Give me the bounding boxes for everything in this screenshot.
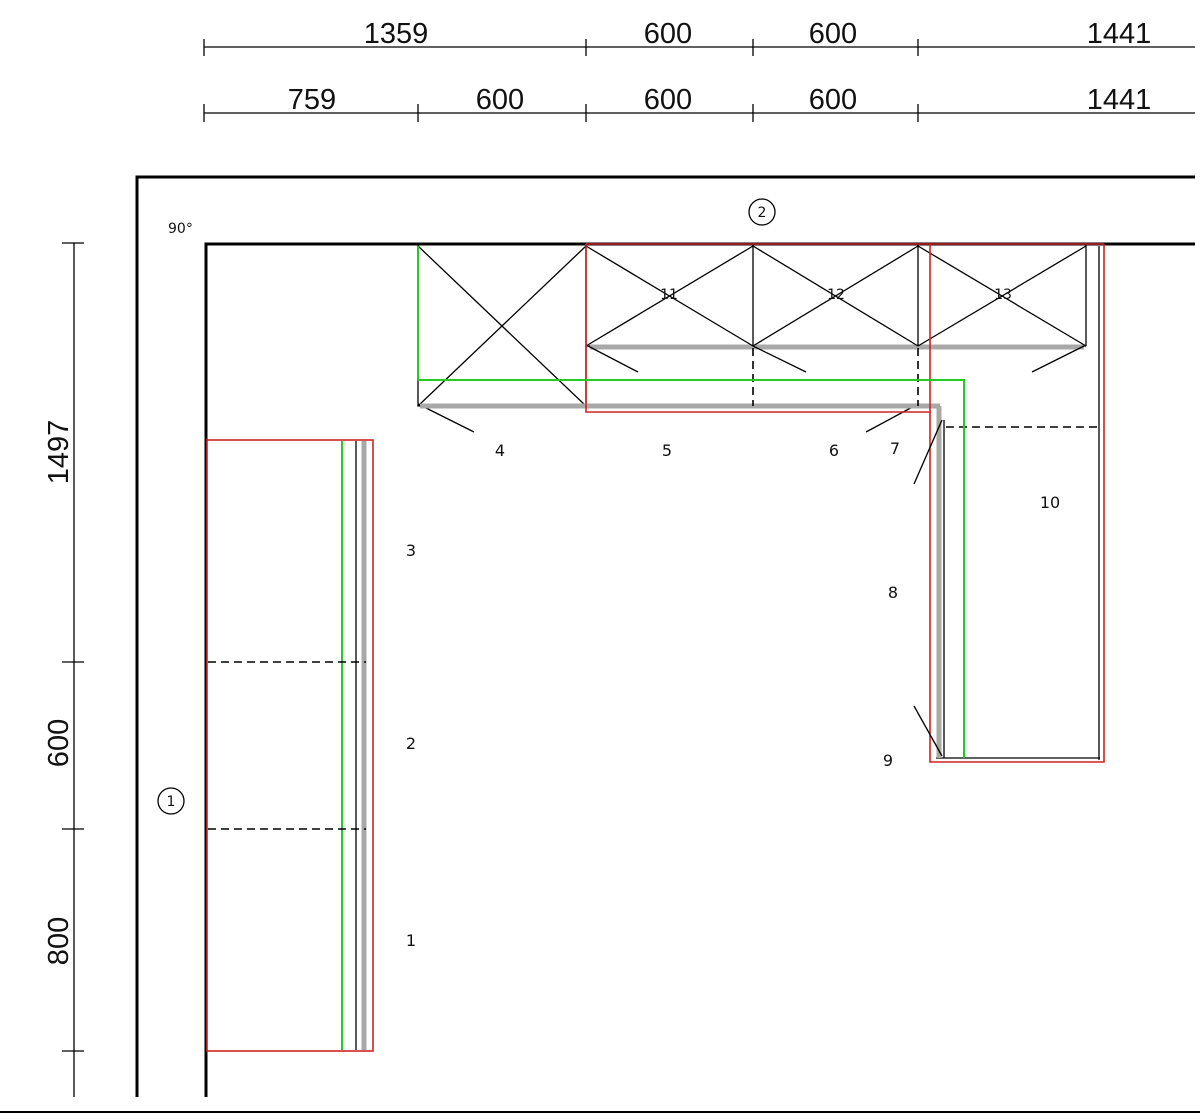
door-swing — [417, 403, 475, 433]
door-swing — [913, 419, 943, 485]
cross-line — [752, 245, 919, 347]
dimension-label: 600 — [809, 84, 857, 116]
worktop-edge — [417, 246, 965, 758]
cabinet-outline — [929, 244, 1105, 763]
wall-cabinet-number: 12 — [827, 287, 845, 303]
angle-label: 90° — [168, 221, 193, 237]
dimension-label: 600 — [809, 18, 857, 50]
cabinet-number: 9 — [883, 751, 893, 770]
wall-marker-2: 2 — [748, 198, 776, 226]
cabinet-number: 6 — [829, 441, 839, 460]
dimension-label: 1441 — [1087, 84, 1152, 116]
dimension-label: 600 — [644, 18, 692, 50]
right-base-cabinet-run — [913, 244, 1105, 763]
left-base-cabinet-run — [206, 439, 374, 1052]
cross-line — [917, 245, 1087, 347]
door-swing — [913, 705, 943, 757]
cabinet-number: 4 — [495, 441, 505, 460]
dimension-label: 759 — [288, 84, 336, 116]
dimension-label: 1359 — [364, 18, 429, 50]
door-swing — [752, 345, 807, 373]
inner-wall — [204, 242, 1195, 1097]
door-swing — [865, 403, 919, 433]
cabinet-number: 10 — [1040, 493, 1060, 512]
svg-text:2: 2 — [758, 205, 767, 221]
dimension-label: 600 — [43, 719, 75, 767]
cabinet-number: 3 — [406, 541, 416, 560]
cabinet-number: 1 — [406, 931, 416, 950]
wall-cabinet-number: 11 — [660, 287, 678, 303]
outer-wall — [135, 175, 1195, 1097]
cabinet-number: 7 — [890, 439, 900, 458]
cabinet-number: 2 — [406, 734, 416, 753]
top-dimension-row-1: 1359 600 600 1441 — [203, 18, 1195, 56]
dimension-label: 800 — [43, 917, 75, 965]
wall-cabinet-number: 13 — [994, 287, 1012, 303]
cabinet-labels: 1 2 3 4 5 6 7 8 9 10 11 12 13 — [406, 287, 1060, 950]
left-dimension-column: 1497 600 800 — [43, 242, 84, 1097]
door-swing — [1031, 345, 1085, 373]
cabinet-number: 5 — [662, 441, 672, 460]
dimension-label: 1441 — [1087, 18, 1152, 50]
door-swing — [587, 345, 639, 373]
worktop-outline — [417, 246, 965, 758]
top-base-cabinet-run — [420, 243, 1104, 413]
svg-text:1: 1 — [167, 794, 176, 810]
cross-line — [585, 245, 754, 347]
dimension-label: 600 — [644, 84, 692, 116]
cabinet-outline — [585, 244, 931, 413]
dimension-label: 1497 — [43, 420, 75, 485]
dimension-label: 600 — [476, 84, 524, 116]
walls: 90° 1 2 — [135, 175, 1195, 1097]
wall-marker-1: 1 — [157, 787, 185, 815]
cabinet-number: 8 — [888, 583, 898, 602]
cabinet-outline — [206, 439, 374, 1052]
top-dimension-row-2: 759 600 600 600 1441 — [203, 84, 1195, 122]
